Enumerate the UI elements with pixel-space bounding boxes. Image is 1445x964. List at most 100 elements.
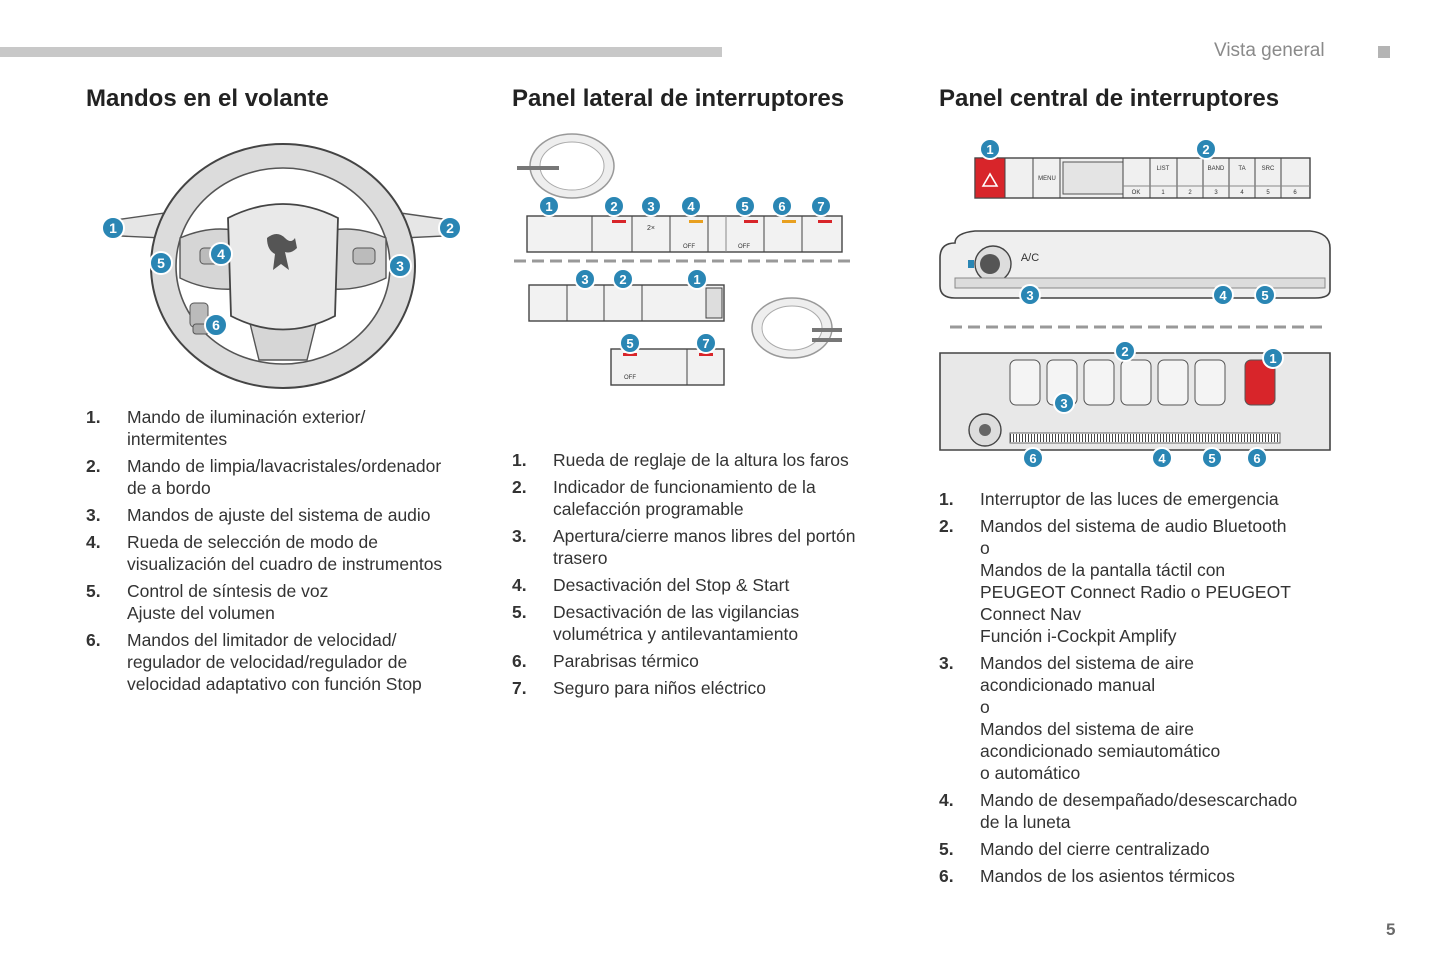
wheel-badge-3: 3 [388, 254, 412, 278]
item-text: Ajuste del volumen [127, 603, 275, 623]
title-center-switch-panel: Panel central de interruptores [939, 85, 1280, 112]
svg-text:2: 2 [610, 199, 617, 214]
item-text: trasero [553, 548, 608, 568]
side-badge-top-3: 3 [640, 195, 662, 217]
item-number: 2. [86, 456, 101, 476]
center-bottom-badge-4: 4 [1151, 447, 1173, 469]
item-text: Connect Nav [980, 604, 1082, 624]
item-number: 6. [512, 651, 527, 671]
svg-text:2: 2 [619, 272, 626, 287]
center-bottom-badge-2: 2 [1114, 340, 1136, 362]
svg-text:3: 3 [1026, 288, 1033, 303]
wheel-badge-1: 1 [101, 216, 125, 240]
svg-text:3: 3 [647, 199, 654, 214]
item-text: o [980, 697, 990, 717]
item-text: velocidad adaptativo con función Stop [127, 674, 422, 694]
item-number: 1. [86, 407, 101, 427]
center-top-badge-1: 1 [979, 138, 1001, 160]
item-text: Mandos del limitador de velocidad/ [127, 630, 397, 650]
item-text: Rueda de reglaje de la altura los faros [553, 450, 849, 470]
item-text: Interruptor de las luces de emergencia [980, 489, 1279, 509]
svg-text:7: 7 [702, 336, 709, 351]
center-mid-badge-4: 4 [1212, 284, 1234, 306]
item-number: 1. [939, 489, 954, 509]
wheel-badge-2: 2 [438, 216, 462, 240]
item-text: visualización del cuadro de instrumentos [127, 554, 443, 574]
svg-text:LIST: LIST [1157, 166, 1170, 172]
svg-text:2: 2 [1121, 344, 1128, 359]
svg-text:1: 1 [1161, 190, 1165, 196]
section-label: Vista general [1214, 40, 1325, 61]
svg-text:1: 1 [545, 199, 552, 214]
steering-wheel-illustration: 1 2 3 4 5 6 [95, 128, 470, 393]
wheel-badge-5: 5 [149, 251, 173, 275]
svg-text:5: 5 [1266, 190, 1270, 196]
list-item: 1.Mando de iluminación exterior/intermit… [86, 406, 476, 450]
center-bottom-badge-1: 1 [1262, 347, 1284, 369]
list-item: 3.Mandos de ajuste del sistema de audio [86, 504, 476, 526]
list-item: 1. Rueda de reglaje de la altura los faro… [512, 449, 902, 471]
item-number: 5. [512, 602, 527, 622]
item-text: Mandos del sistema de aire [980, 653, 1194, 673]
item-text: Rueda de selección de modo de [127, 532, 379, 552]
svg-text:OK: OK [1132, 190, 1141, 196]
side-badge-bottom-2: 2 [612, 268, 634, 290]
svg-text:6: 6 [1029, 451, 1036, 466]
svg-text:3: 3 [396, 258, 404, 274]
side-badge-bottom-3: 3 [574, 268, 596, 290]
svg-text:1: 1 [693, 272, 700, 287]
svg-text:6: 6 [778, 199, 785, 214]
item-text: de la luneta [980, 812, 1071, 832]
title-side-switch-panel: Panel lateral de interruptores [512, 85, 845, 112]
item-text: o [980, 538, 990, 558]
svg-text:4: 4 [1240, 190, 1244, 196]
svg-text:5: 5 [1261, 288, 1268, 303]
item-text: regulador de velocidad/regulador de [127, 652, 408, 672]
item-number: 6. [86, 630, 101, 650]
center-bottom-badge-6b: 6 [1246, 447, 1268, 469]
svg-text:6: 6 [212, 317, 220, 333]
center-bottom-badge-6a: 6 [1022, 447, 1044, 469]
item-text: Mando de iluminación exterior/ [127, 407, 366, 427]
side-badge-top-2: 2 [603, 195, 625, 217]
list-item: 6. Mandos del limitador de velocidad/regu… [86, 629, 476, 695]
list-item: 6. Parabrisas térmico [512, 650, 902, 672]
svg-text:5: 5 [1208, 451, 1215, 466]
svg-text:2: 2 [1202, 142, 1209, 157]
svg-text:3: 3 [1214, 190, 1218, 196]
svg-text:1: 1 [986, 142, 993, 157]
center-bottom-badge-5: 5 [1201, 447, 1223, 469]
svg-text:4: 4 [1158, 451, 1166, 466]
item-number: 4. [86, 532, 101, 552]
side-badge-top-6: 6 [771, 195, 793, 217]
svg-text:OFF: OFF [683, 244, 695, 250]
svg-text:OFF: OFF [738, 244, 750, 250]
item-text: acondicionado manual [980, 675, 1156, 695]
wheel-badge-4: 4 [209, 242, 233, 266]
item-number: 1. [512, 450, 527, 470]
svg-text:6: 6 [1293, 190, 1297, 196]
list-item: 5. Mando del cierre centralizado [939, 838, 1339, 860]
side-badge-top-4: 4 [680, 195, 702, 217]
item-text: Parabrisas térmico [553, 651, 699, 671]
item-text: calefacción programable [553, 499, 744, 519]
wheel-badge-6: 6 [204, 313, 228, 337]
item-number: 5. [939, 839, 954, 859]
item-text: Mandos de ajuste del sistema de audio [127, 505, 431, 525]
item-number: 7. [512, 678, 527, 698]
svg-text:5: 5 [626, 336, 633, 351]
item-text: de a bordo [127, 478, 211, 498]
svg-text:4: 4 [217, 246, 225, 262]
center-mid-badge-5: 5 [1254, 284, 1276, 306]
svg-text:6: 6 [1253, 451, 1260, 466]
side-panel-illustration: OFF OFF 2× 1 2 3 4 5 6 7 3 2 1 OFF 5 7 [512, 128, 857, 393]
center-bottom-badge-3: 3 [1053, 392, 1075, 414]
svg-text:4: 4 [687, 199, 695, 214]
center-panel-illustration: MENU LIST BAND TA SRC OK 1 2 3 4 5 6 1 2… [935, 128, 1335, 473]
svg-text:1: 1 [1269, 351, 1276, 366]
steering-controls-list: 1.Mando de iluminación exterior/intermit… [86, 406, 476, 700]
item-text: Mando del cierre centralizado [980, 839, 1210, 859]
